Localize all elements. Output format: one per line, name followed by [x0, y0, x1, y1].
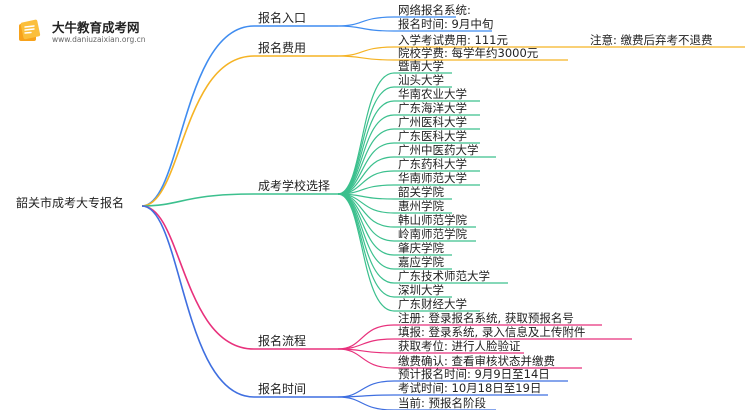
leaf-label-3-3: 缴费确认: 查看审核状态并缴费 — [398, 354, 556, 368]
leaf-connector-2-17 — [337, 193, 395, 312]
leaf-connector-2-3 — [337, 114, 395, 195]
leaf-label-3-2: 获取考位: 进行人脸验证 — [398, 339, 521, 353]
leaf-label-2-0: 暨南大学 — [398, 59, 444, 73]
leaf-label-2-9: 韶关学院 — [398, 185, 444, 199]
leaf-connector-2-13 — [337, 193, 395, 256]
branch-label-0: 报名入口 — [258, 11, 307, 25]
leaf-label-3-0: 注册: 登录报名系统, 获取预报名号 — [398, 311, 574, 325]
brand-logo-icon — [16, 18, 44, 44]
brand-url: www.daniuzaixian.org.cn — [52, 35, 146, 44]
leaf-label-2-12: 岭南师范学院 — [398, 227, 467, 241]
leaf-label-2-5: 广东医科大学 — [398, 129, 467, 143]
note-label-1-0: 注意: 缴费后弃考不退费 — [590, 33, 713, 47]
leaf-label-2-14: 嘉应学院 — [398, 255, 444, 269]
leaf-connector-2-2 — [337, 100, 395, 195]
leaf-label-2-3: 广东海洋大学 — [398, 101, 467, 115]
branch-connector-1 — [141, 55, 255, 207]
leaf-label-0-1: 报名时间: 9月中旬 — [398, 17, 494, 31]
leaf-connector-3-3 — [337, 348, 395, 369]
leaf-label-2-4: 广州医科大学 — [398, 115, 467, 129]
leaf-label-2-11: 韩山师范学院 — [398, 213, 467, 227]
leaf-label-0-0: 网络报名系统: — [398, 3, 471, 17]
leaf-label-2-8: 华南师范大学 — [398, 171, 467, 185]
leaf-connector-4-2 — [337, 396, 395, 410]
leaf-label-2-7: 广东药科大学 — [398, 157, 467, 171]
leaf-label-1-0: 入学考试费用: 111元 — [398, 33, 508, 47]
leaf-label-1-1: 院校学费: 每学年约3000元 — [398, 46, 539, 60]
branch-label-3: 报名流程 — [258, 334, 307, 348]
leaf-connector-2-4 — [337, 128, 395, 195]
leaf-label-4-2: 当前: 预报名阶段 — [398, 396, 487, 410]
leaf-label-4-1: 考试时间: 10月18日至19日 — [398, 381, 542, 395]
branch-connector-2 — [141, 193, 255, 207]
leaf-label-2-15: 广东技术师范大学 — [398, 269, 490, 283]
branch-connector-3 — [141, 205, 255, 350]
branch-connector-0 — [141, 25, 255, 207]
branch-connector-4 — [141, 205, 255, 398]
leaf-label-2-2: 华南农业大学 — [398, 87, 467, 101]
leaf-connector-2-1 — [337, 86, 395, 195]
leaf-label-2-13: 肇庆学院 — [398, 241, 444, 255]
branch-label-1: 报名费用 — [258, 41, 307, 55]
leaf-label-2-6: 广州中医药大学 — [398, 143, 479, 157]
leaf-connector-0-0 — [337, 16, 395, 27]
leaf-connector-2-0 — [337, 72, 395, 195]
leaf-connector-0-1 — [337, 25, 395, 32]
leaf-connector-1-1 — [337, 55, 395, 61]
leaf-label-4-0: 预计报名时间: 9月9日至14日 — [398, 367, 550, 381]
leaf-label-2-16: 深圳大学 — [398, 283, 444, 297]
brand-title: 大牛教育成考网 — [52, 20, 140, 35]
branch-label-4: 报名时间 — [258, 382, 307, 396]
leaf-connector-2-12 — [337, 193, 395, 242]
leaf-connector-3-0 — [337, 324, 395, 350]
leaf-label-2-17: 广东财经大学 — [398, 297, 467, 311]
leaf-label-2-1: 汕头大学 — [398, 73, 444, 87]
leaf-connector-2-5 — [337, 142, 395, 195]
branch-label-2: 成考学校选择 — [258, 179, 331, 193]
root-topic: 韶关市成考大专报名 — [16, 196, 125, 210]
leaf-label-2-10: 惠州学院 — [398, 199, 444, 213]
leaf-connector-1-0 — [337, 46, 395, 57]
leaf-label-3-1: 填报: 登录系统, 录入信息及上传附件 — [398, 325, 586, 339]
